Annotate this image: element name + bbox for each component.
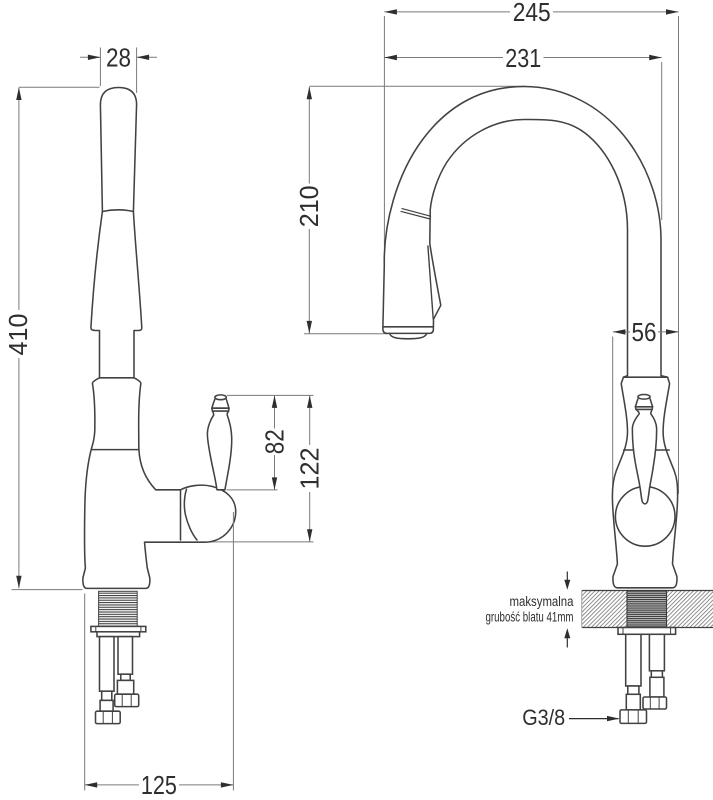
svg-text:56: 56	[632, 317, 657, 347]
svg-text:245: 245	[513, 0, 551, 27]
svg-text:210: 210	[294, 185, 324, 227]
svg-text:82: 82	[259, 429, 289, 454]
svg-text:grubość blatu 41mm: grubość blatu 41mm	[486, 609, 574, 624]
svg-text:410: 410	[3, 314, 33, 356]
svg-text:G3/8: G3/8	[522, 705, 565, 730]
svg-text:28: 28	[106, 43, 131, 73]
svg-text:231: 231	[505, 43, 541, 73]
svg-text:125: 125	[141, 770, 177, 800]
svg-text:122: 122	[295, 448, 325, 490]
svg-text:maksymalna: maksymalna	[510, 594, 574, 609]
